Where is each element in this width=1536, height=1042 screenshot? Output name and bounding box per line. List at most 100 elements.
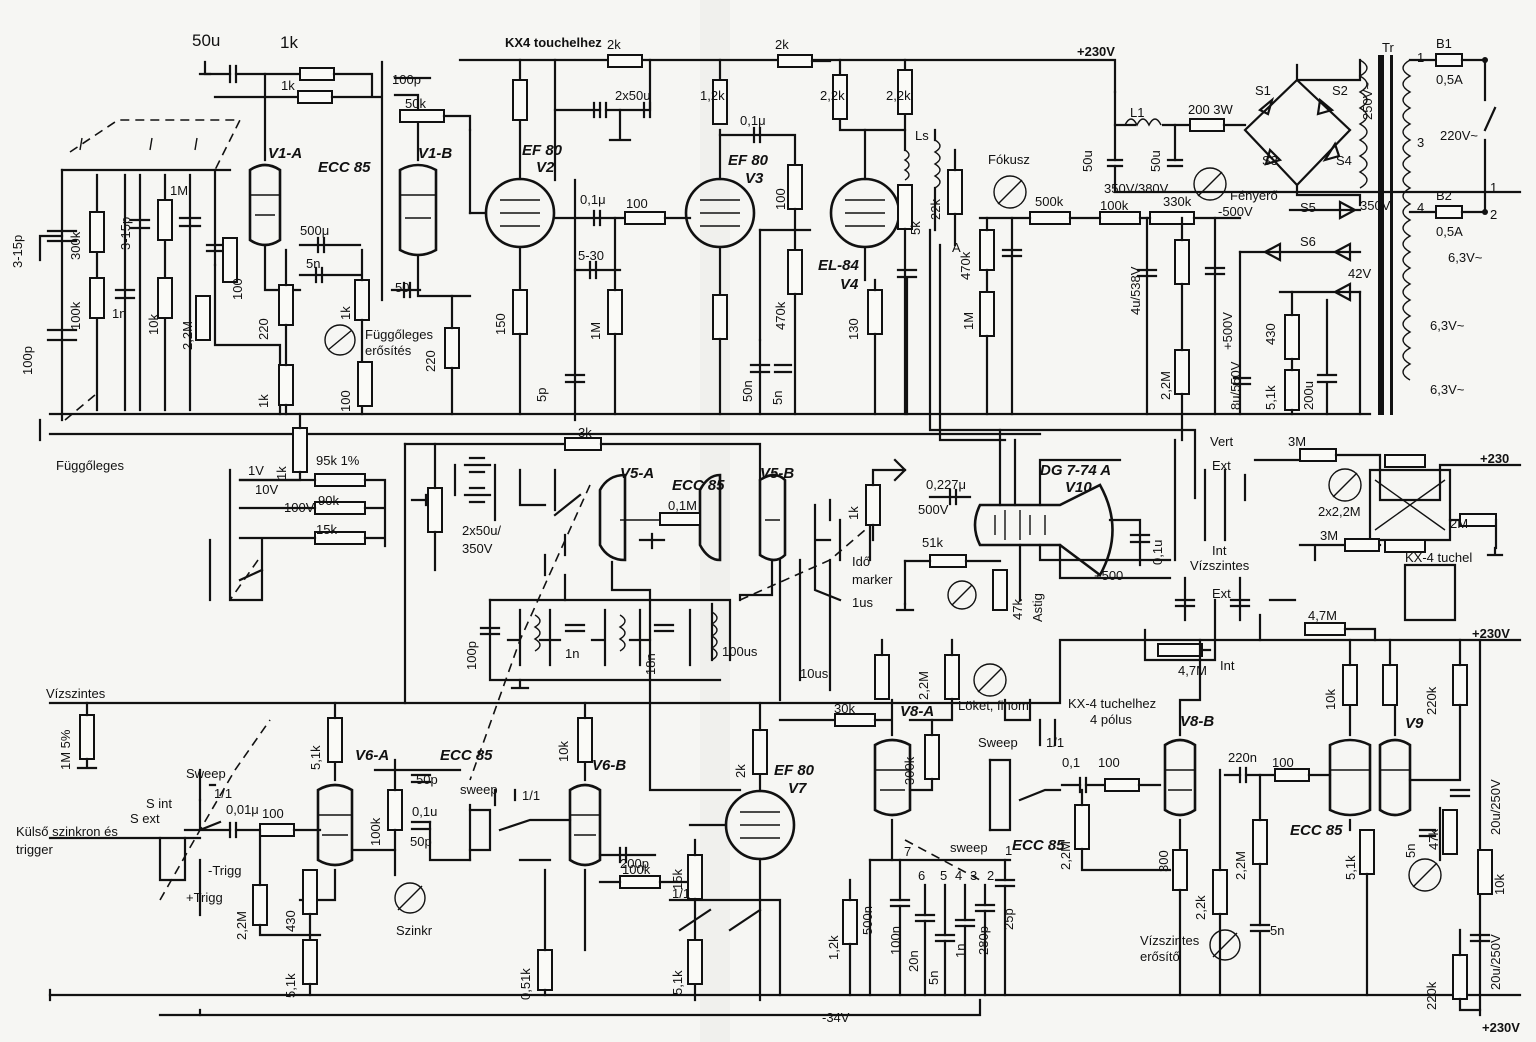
svg-text:+230V: +230V xyxy=(1482,1020,1520,1035)
svg-text:2,2M: 2,2M xyxy=(234,911,249,940)
svg-text:5n: 5n xyxy=(926,971,941,985)
svg-text:0,1M: 0,1M xyxy=(668,498,697,513)
svg-text:130: 130 xyxy=(846,318,861,340)
svg-text:500μ: 500μ xyxy=(300,223,329,238)
svg-text:200u: 200u xyxy=(1301,381,1316,410)
svg-text:EF 80: EF 80 xyxy=(774,762,815,779)
svg-text:Idő: Idő xyxy=(852,554,870,569)
svg-text:50p: 50p xyxy=(410,834,432,849)
svg-text:sweep: sweep xyxy=(950,840,988,855)
svg-text:1n: 1n xyxy=(112,306,126,321)
svg-text:300: 300 xyxy=(1156,850,1171,872)
svg-text:Vízszintes: Vízszintes xyxy=(1140,933,1200,948)
supply-rails xyxy=(48,58,1522,1017)
svg-text:1k: 1k xyxy=(281,78,295,93)
svg-text:10us: 10us xyxy=(800,666,829,681)
svg-text:47k: 47k xyxy=(1010,599,1025,620)
svg-text:100: 100 xyxy=(338,390,353,412)
svg-text:350V: 350V xyxy=(1360,198,1391,213)
svg-text:50u: 50u xyxy=(192,31,220,50)
svg-text:+500: +500 xyxy=(1094,568,1123,583)
svg-text:V3: V3 xyxy=(745,170,764,187)
svg-text:0,5A: 0,5A xyxy=(1436,224,1463,239)
svg-text:42V: 42V xyxy=(1348,266,1371,281)
svg-text:S int: S int xyxy=(146,796,172,811)
svg-text:25p: 25p xyxy=(1001,908,1016,930)
svg-text:100: 100 xyxy=(626,196,648,211)
tube-v8a xyxy=(873,638,1032,862)
svg-text:2,2M: 2,2M xyxy=(916,671,931,700)
svg-text:V7: V7 xyxy=(788,780,807,797)
svg-text:1k: 1k xyxy=(274,466,289,480)
svg-text:1: 1 xyxy=(1005,843,1012,858)
svg-text:8u/550V: 8u/550V xyxy=(1228,361,1243,410)
svg-text:100: 100 xyxy=(1272,755,1294,770)
svg-text:5,1k: 5,1k xyxy=(283,973,298,998)
sweep-capacitor-bank xyxy=(842,839,1016,997)
svg-text:220k: 220k xyxy=(1424,686,1439,715)
svg-text:30k: 30k xyxy=(834,701,855,716)
svg-text:6,3V~: 6,3V~ xyxy=(1430,318,1465,333)
svg-text:2,2k: 2,2k xyxy=(820,88,845,103)
svg-text:Int: Int xyxy=(1220,658,1235,673)
svg-text:V5-B: V5-B xyxy=(760,465,794,482)
svg-text:350V: 350V xyxy=(462,541,493,556)
svg-text:300k: 300k xyxy=(68,231,83,260)
svg-text:51k: 51k xyxy=(922,535,943,550)
input-attenuator xyxy=(38,60,384,422)
svg-text:330k: 330k xyxy=(1163,194,1192,209)
svg-text:DG 7-74 A: DG 7-74 A xyxy=(1040,462,1111,479)
svg-text:Ext: Ext xyxy=(1212,586,1231,601)
svg-text:5: 5 xyxy=(940,868,947,883)
svg-text:EL-84: EL-84 xyxy=(818,257,860,274)
svg-text:V1-B: V1-B xyxy=(418,145,452,162)
svg-text:220n: 220n xyxy=(1228,750,1257,765)
svg-text:1/1: 1/1 xyxy=(214,786,232,801)
svg-text:S1: S1 xyxy=(1255,83,1271,98)
svg-text:5n: 5n xyxy=(770,391,785,405)
svg-text:1us: 1us xyxy=(852,595,873,610)
svg-text:1M: 1M xyxy=(588,322,603,340)
svg-text:2,2M: 2,2M xyxy=(1158,371,1173,400)
svg-text:2,2M: 2,2M xyxy=(180,321,195,350)
svg-text:50n: 50n xyxy=(740,380,755,402)
svg-text:erősítés: erősítés xyxy=(365,343,412,358)
svg-text:2: 2 xyxy=(987,868,994,883)
svg-text:5n: 5n xyxy=(1270,923,1284,938)
svg-text:150: 150 xyxy=(493,313,508,335)
svg-text:4 pólus: 4 pólus xyxy=(1090,712,1132,727)
svg-text:2x2,2M: 2x2,2M xyxy=(1318,504,1361,519)
svg-text:2M: 2M xyxy=(1450,516,1468,531)
svg-text:Astig: Astig xyxy=(1030,593,1045,622)
svg-text:220k: 220k xyxy=(1424,981,1439,1010)
svg-text:2x50u: 2x50u xyxy=(615,88,650,103)
svg-text:5n: 5n xyxy=(306,256,320,271)
coupling-v1 xyxy=(298,236,373,416)
svg-text:15k: 15k xyxy=(316,522,337,537)
svg-text:S4: S4 xyxy=(1336,153,1352,168)
svg-text:1n: 1n xyxy=(565,646,579,661)
svg-text:ECC 85: ECC 85 xyxy=(440,747,493,764)
sync-input-switch xyxy=(48,719,322,937)
svg-text:Függőleges: Függőleges xyxy=(56,458,124,473)
svg-text:0,1: 0,1 xyxy=(1062,755,1080,770)
svg-text:100p: 100p xyxy=(464,641,479,670)
svg-text:0,5A: 0,5A xyxy=(1436,72,1463,87)
svg-text:+Trigg: +Trigg xyxy=(186,890,223,905)
svg-text:470k: 470k xyxy=(773,301,788,330)
svg-text:0,1μ: 0,1μ xyxy=(740,113,766,128)
svg-text:350V/380V: 350V/380V xyxy=(1104,181,1169,196)
svg-text:430: 430 xyxy=(283,910,298,932)
svg-text:50: 50 xyxy=(395,280,409,295)
svg-text:V6-A: V6-A xyxy=(355,747,389,764)
tube-v6b xyxy=(537,701,692,997)
svg-text:Ls: Ls xyxy=(915,128,929,143)
svg-text:3-15p: 3-15p xyxy=(10,235,25,268)
deflection-switches xyxy=(1143,448,1522,662)
svg-text:Függőleges: Függőleges xyxy=(365,327,433,342)
svg-text:Vízszintes: Vízszintes xyxy=(46,686,106,701)
svg-text:500V: 500V xyxy=(918,502,949,517)
svg-text:100p: 100p xyxy=(392,72,421,87)
svg-text:300k: 300k xyxy=(902,756,917,785)
tube-v1a xyxy=(222,72,302,416)
